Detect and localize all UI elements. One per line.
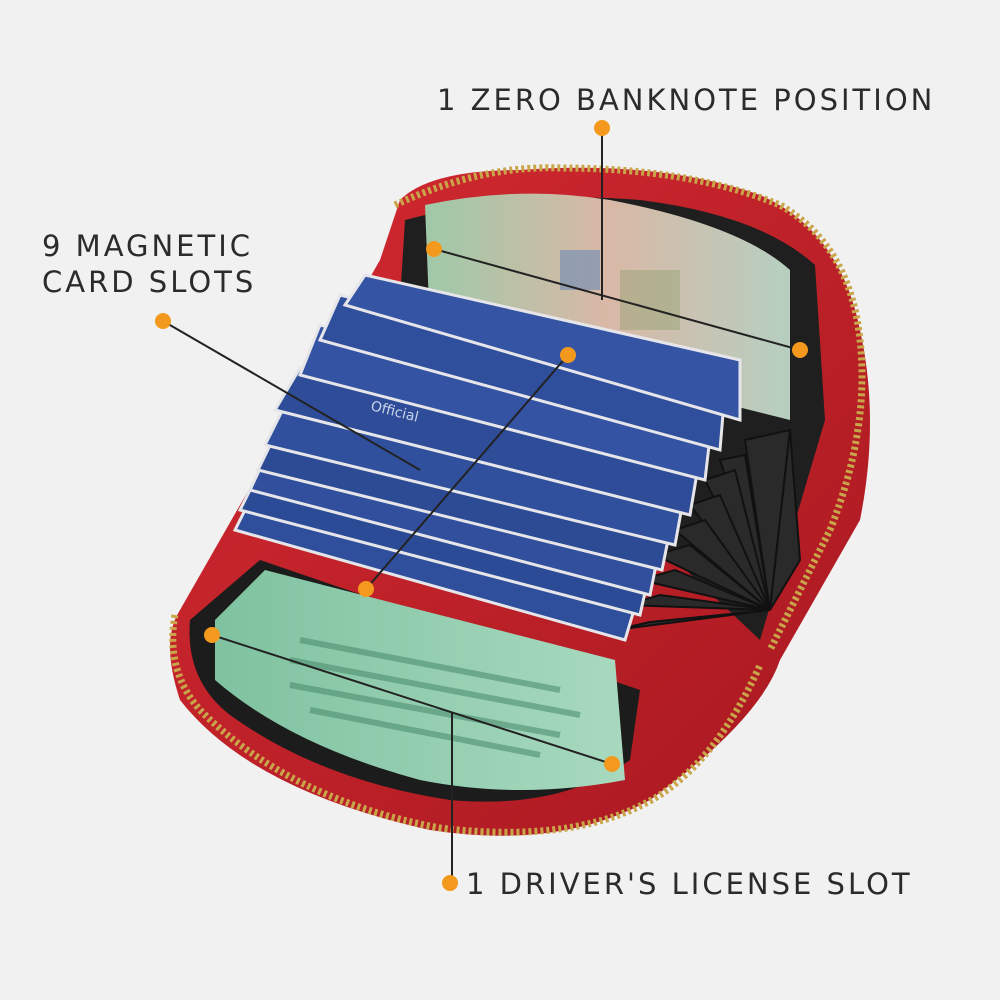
banknote-detail — [560, 250, 600, 290]
card — [342, 273, 742, 422]
card-slots-label-line2: CARD SLOTS — [42, 265, 257, 299]
orange-dot-icon — [594, 120, 610, 136]
license-text-lines — [289, 637, 581, 758]
orange-dot-icon — [560, 347, 576, 363]
leader-lines — [162, 128, 801, 880]
banknote-position-label: 1 ZERO BANKNOTE POSITION — [437, 83, 936, 117]
orange-dot-icon — [155, 313, 171, 329]
zipper-front — [169, 614, 764, 836]
orange-dot-icon — [604, 756, 620, 772]
leader-cards-a — [162, 320, 421, 471]
orange-dot-icon — [426, 241, 442, 257]
card-stack — [232, 273, 742, 642]
zipper-back — [393, 164, 866, 652]
orange-dot-icon — [358, 581, 374, 597]
orange-dot-icon — [204, 627, 220, 643]
card-slots-label-line1: 9 MAGNETIC — [42, 229, 254, 263]
leader-banknote-diagonal — [433, 248, 801, 351]
callout-dots — [155, 120, 808, 891]
banknote-detail — [620, 270, 680, 330]
orange-dot-icon — [792, 342, 808, 358]
license-slot-label: 1 DRIVER'S LICENSE SLOT — [466, 867, 913, 901]
leader-license-diagonal — [211, 634, 613, 765]
accordion-pleats — [614, 428, 802, 631]
orange-dot-icon — [442, 875, 458, 891]
leader-cards-b — [365, 354, 569, 590]
